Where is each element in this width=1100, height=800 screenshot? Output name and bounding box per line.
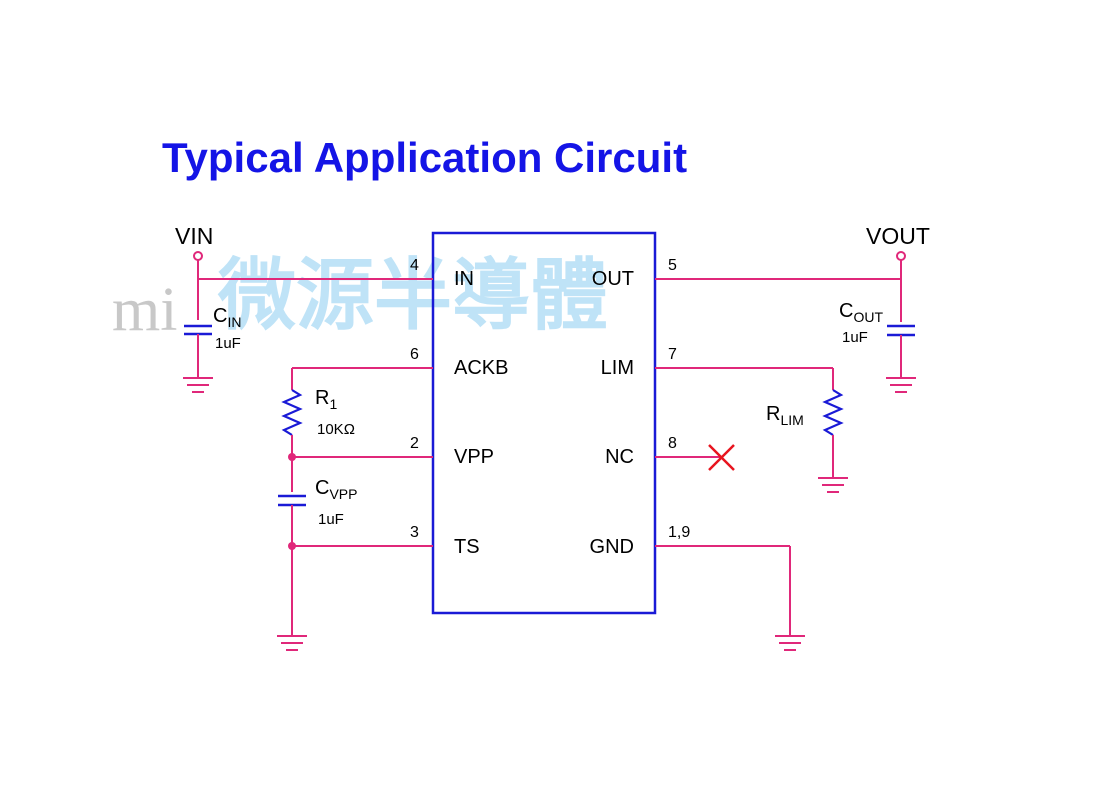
- vin-terminal: [193, 251, 203, 261]
- pin-number-nc: 8: [668, 435, 677, 452]
- cout-value: 1uF: [842, 329, 868, 346]
- pin-number-ts: 3: [410, 524, 419, 541]
- junction-dot: [288, 453, 296, 461]
- cin-capacitor: [184, 324, 212, 336]
- pin-number-gnd: 1,9: [668, 524, 690, 541]
- cout-capacitor: [887, 324, 915, 337]
- ground-icon: [277, 635, 307, 651]
- r1-resistor: [281, 389, 303, 436]
- vout-label: VOUT: [866, 223, 930, 249]
- vin-label: VIN: [175, 223, 213, 249]
- pin-number-ackb: 6: [410, 346, 419, 363]
- gnd-network: [655, 545, 805, 651]
- cvpp-label: CVPP: [315, 477, 357, 502]
- vout-net: VOUT COUT 1uF: [655, 223, 930, 393]
- ground-icon: [183, 377, 213, 393]
- r1-value: 10KΩ: [317, 421, 355, 438]
- pin-name-ackb: ACKB: [454, 357, 508, 379]
- pin-number-vpp: 2: [410, 435, 419, 452]
- pin-number-in: 4: [410, 257, 419, 274]
- pin-name-nc: NC: [605, 446, 634, 468]
- cvpp-value: 1uF: [318, 511, 344, 528]
- rlim-network: RLIM: [655, 367, 848, 493]
- watermark-text: 微源半導體: [217, 251, 608, 341]
- ground-icon: [775, 635, 805, 651]
- pin-number-out: 5: [668, 257, 677, 274]
- junction-dot: [288, 542, 296, 550]
- rlim-resistor: [822, 389, 844, 436]
- vout-terminal: [896, 251, 906, 261]
- r1-label: R1: [315, 387, 337, 412]
- cout-label: COUT: [839, 300, 883, 325]
- watermark-logo: mi: [112, 276, 177, 344]
- watermark: mi 微源半導體: [112, 251, 608, 344]
- ic-body: [431, 231, 657, 615]
- rlim-label: RLIM: [766, 403, 804, 428]
- pin-number-lim: 7: [668, 346, 677, 363]
- page-title: Typical Application Circuit: [162, 134, 688, 181]
- no-connect-x-icon: [708, 444, 735, 471]
- pin-name-gnd: GND: [590, 536, 634, 558]
- ground-icon: [886, 377, 916, 393]
- pin-name-ts: TS: [454, 536, 480, 558]
- pin-name-out: OUT: [592, 268, 634, 290]
- pin-name-lim: LIM: [601, 357, 634, 379]
- pin-name-in: IN: [454, 268, 474, 290]
- cin-value: 1uF: [215, 335, 241, 352]
- pin-name-vpp: VPP: [454, 446, 494, 468]
- nc-network: [655, 444, 735, 471]
- vin-net: VIN CIN 1uF: [175, 223, 433, 393]
- cin-label: CIN: [213, 305, 241, 330]
- cvpp-capacitor: [278, 494, 306, 507]
- ground-icon: [818, 477, 848, 493]
- r1-cvpp-network: R1 10KΩ CVPP 1uF: [277, 367, 433, 651]
